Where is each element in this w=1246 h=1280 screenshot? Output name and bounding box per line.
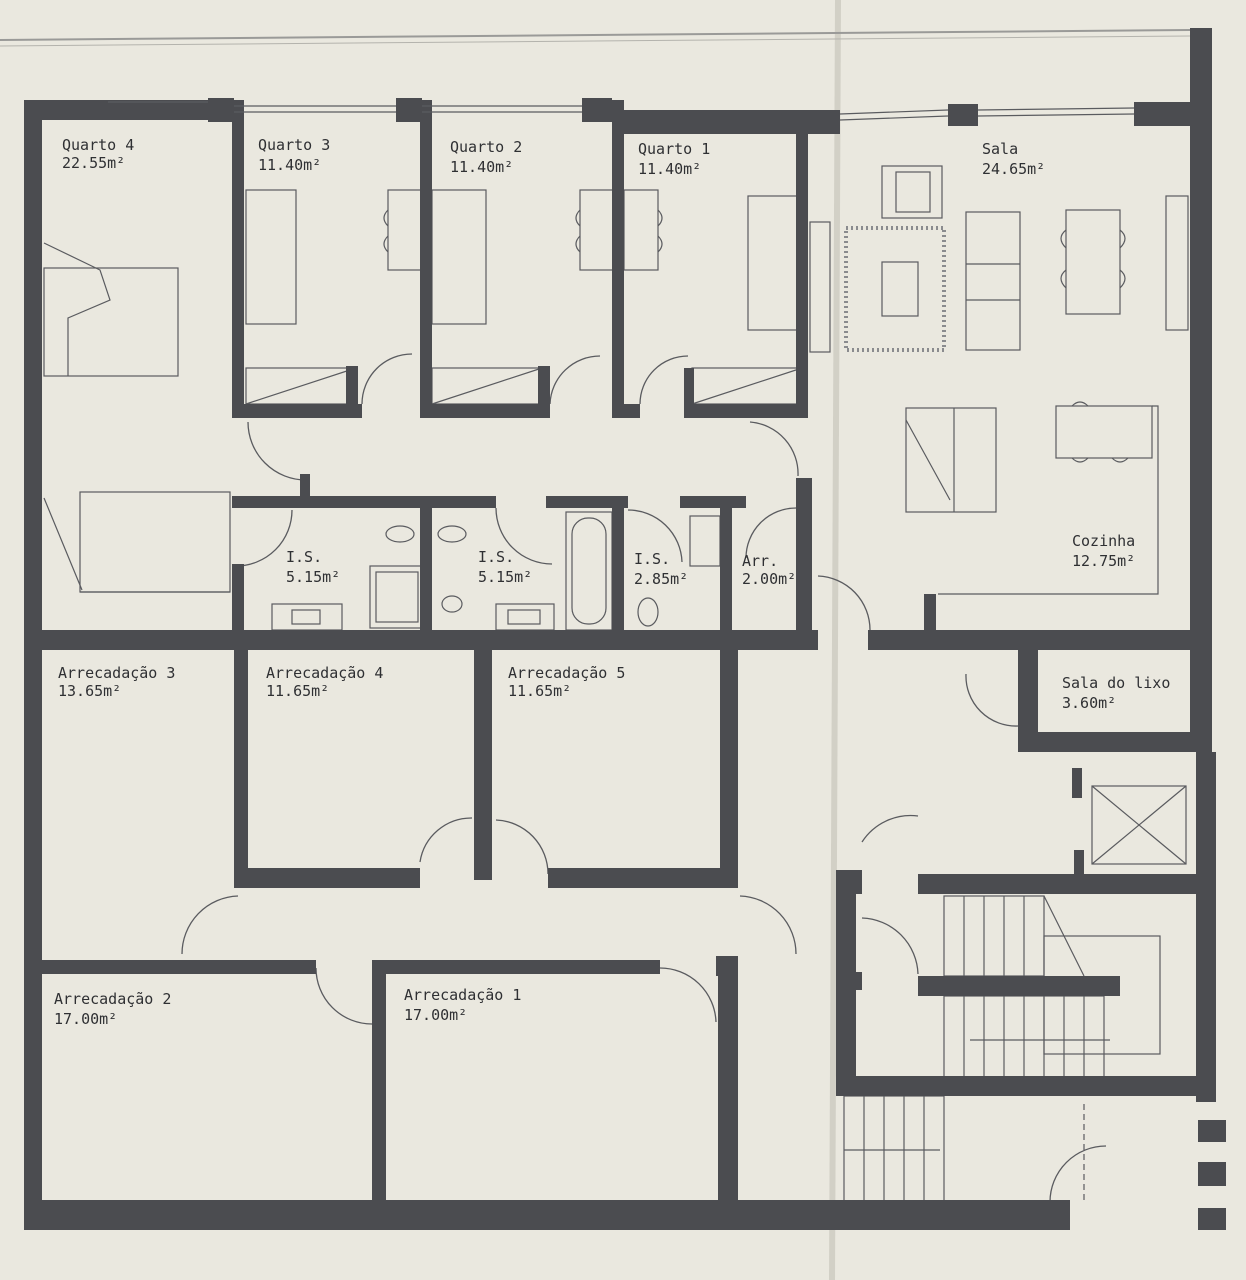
room-name: I.S. (286, 548, 322, 566)
room-cozinha: Cozinha 12.75m² (1072, 532, 1135, 570)
room-labels: Quarto 4 22.55m² Quarto 3 11.40m² Quarto… (54, 136, 1170, 1028)
room-area: 11.40m² (258, 156, 321, 174)
room-name: Arrecadação 3 (58, 664, 175, 682)
room-name: Sala do lixo (1062, 674, 1170, 692)
room-name: Quarto 1 (638, 140, 710, 158)
room-arrecadacao-1: Arrecadação 1 17.00m² (404, 986, 521, 1024)
paper-fold (829, 0, 841, 1280)
room-area: 5.15m² (478, 568, 532, 586)
door-swings (181, 353, 1107, 1203)
room-name: Sala (982, 140, 1018, 158)
top-border-line (0, 29, 1191, 41)
room-area: 5.15m² (286, 568, 340, 586)
room-arrecadacao-2: Arrecadação 2 17.00m² (54, 990, 171, 1028)
room-area: 2.85m² (634, 570, 688, 588)
room-name: Arrecadação 2 (54, 990, 171, 1008)
room-name: Quarto 2 (450, 138, 522, 156)
room-name: Arr. (742, 552, 778, 570)
room-name: Quarto 4 (62, 136, 134, 154)
room-name: Arrecadação 5 (508, 664, 625, 682)
room-area: 2.00m² (742, 570, 796, 588)
room-name: Arrecadação 4 (266, 664, 383, 682)
room-area: 11.40m² (638, 160, 701, 178)
room-arrecadacao-4: Arrecadação 4 11.65m² (266, 664, 383, 700)
top-border-line-2 (0, 35, 1191, 47)
room-area: 11.40m² (450, 158, 513, 176)
room-quarto-2: Quarto 2 11.40m² (450, 138, 522, 176)
window-lines (108, 101, 1135, 121)
room-area: 11.65m² (508, 682, 571, 700)
room-arrecadacao-3: Arrecadação 3 13.65m² (58, 664, 175, 700)
room-area: 24.65m² (982, 160, 1045, 178)
room-area: 11.65m² (266, 682, 329, 700)
room-name: Arrecadação 1 (404, 986, 521, 1004)
room-name: Quarto 3 (258, 136, 330, 154)
room-arrumos: Arr. 2.00m² (742, 552, 796, 588)
room-area: 22.55m² (62, 154, 125, 172)
room-name: I.S. (478, 548, 514, 566)
room-area: 12.75m² (1072, 552, 1135, 570)
walls (24, 28, 1226, 1230)
room-arrecadacao-5: Arrecadação 5 11.65m² (508, 664, 625, 700)
room-quarto-1: Quarto 1 11.40m² (638, 140, 710, 178)
room-name: I.S. (634, 550, 670, 568)
room-sala: Sala 24.65m² (982, 140, 1045, 178)
furniture (43, 165, 1189, 1203)
room-sala-do-lixo: Sala do lixo 3.60m² (1062, 674, 1170, 712)
room-name: Cozinha (1072, 532, 1135, 550)
room-area: 17.00m² (404, 1006, 467, 1024)
room-is-1: I.S. 5.15m² (286, 548, 340, 586)
room-is-3: I.S. 2.85m² (634, 550, 688, 588)
room-is-2: I.S. 5.15m² (478, 548, 532, 586)
room-quarto-4: Quarto 4 22.55m² (62, 136, 134, 172)
room-area: 13.65m² (58, 682, 121, 700)
room-quarto-3: Quarto 3 11.40m² (258, 136, 330, 174)
room-area: 3.60m² (1062, 694, 1116, 712)
room-area: 17.00m² (54, 1010, 117, 1028)
